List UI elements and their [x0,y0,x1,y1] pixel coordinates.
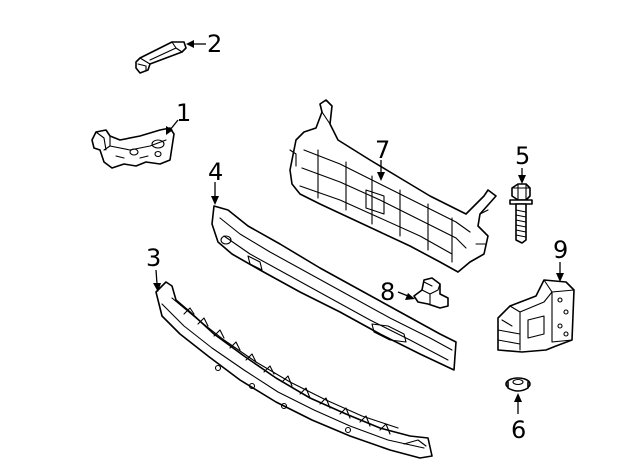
callout-9: 9 [553,236,568,264]
part-8-clip [413,277,449,309]
part-5-bolt [509,183,533,244]
part-1-bracket [91,127,175,169]
leader-6 [514,393,522,414]
callout-7: 7 [375,136,390,164]
leader-4 [211,182,219,205]
callout-6: 6 [511,416,526,444]
callout-2: 2 [207,30,222,58]
callout-5: 5 [515,142,530,170]
part-4-reinforcement-beam [211,205,457,371]
leader-8 [397,291,415,300]
callout-8: 8 [380,278,395,306]
leader-9 [556,262,564,282]
part-6-nut [505,377,531,392]
leader-1 [166,119,179,135]
leader-2 [186,40,206,48]
part-2-bracket [135,41,187,74]
part-7-radiator-support [289,99,497,273]
leader-7 [377,160,385,181]
part-3-energy-absorber [155,281,433,459]
callout-4: 4 [208,158,223,186]
part-9-crash-bracket [497,279,575,353]
leader-3 [153,269,161,292]
leader-5 [518,168,526,184]
callout-3: 3 [146,244,161,272]
callout-1: 1 [176,99,191,127]
